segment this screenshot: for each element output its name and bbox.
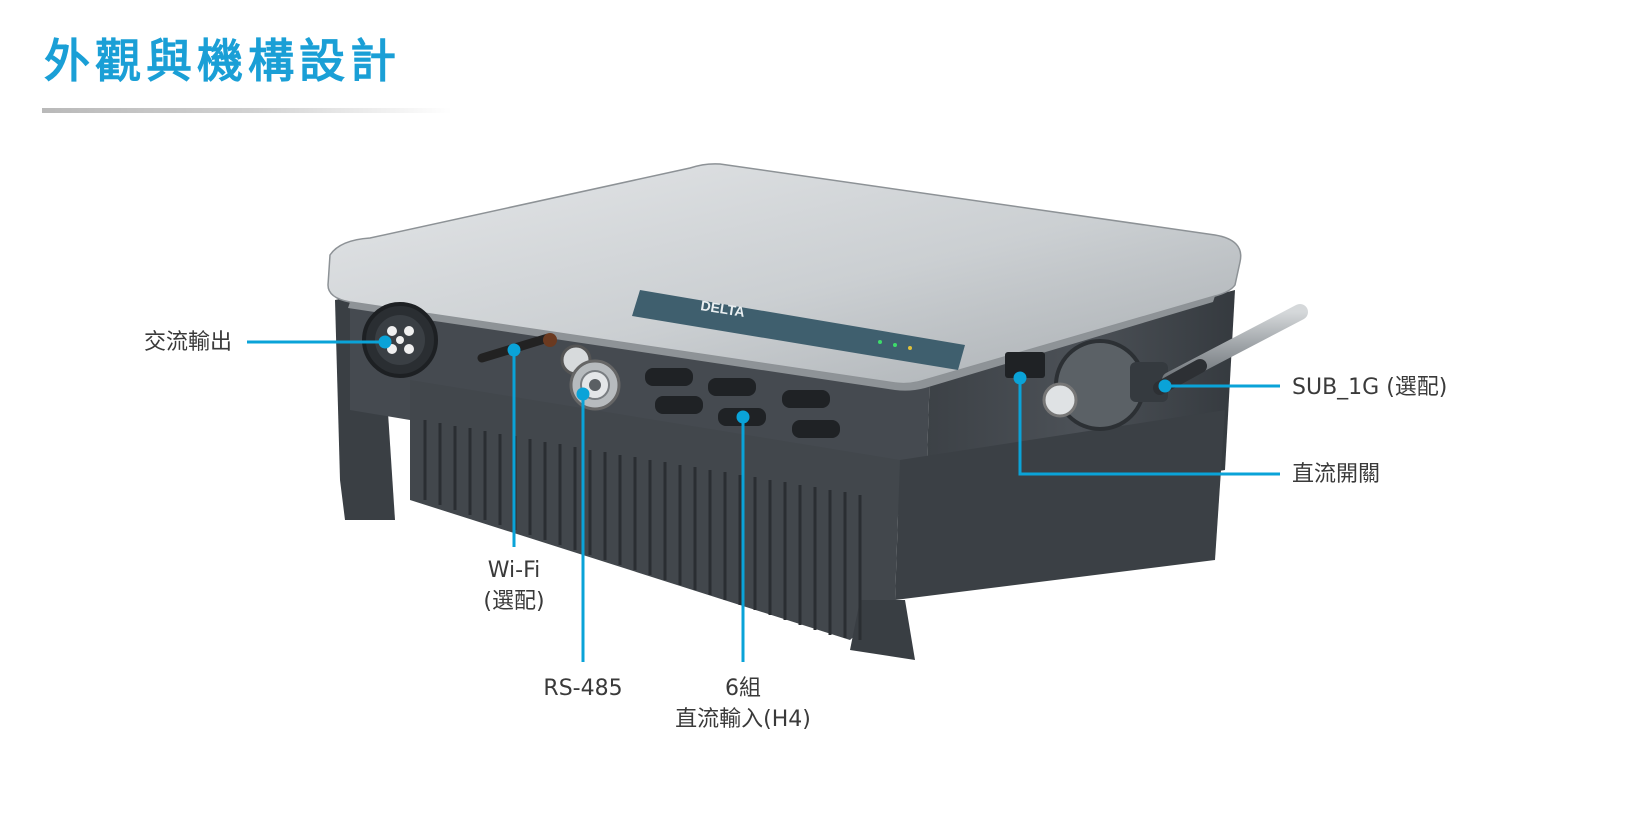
label-dc-switch: 直流開關: [1292, 462, 1381, 487]
brand-logo: DELTA: [700, 297, 747, 320]
callout-dot-wifi: [507, 343, 521, 357]
callout-dot-dc-switch: [1013, 371, 1027, 385]
label-ac-output: 交流輸出: [144, 330, 233, 355]
callout-lines: [247, 335, 1280, 662]
callout-dot-ac-output: [378, 335, 392, 349]
callout-dot-dc-input: [736, 410, 750, 424]
brand-strip: DELTA: [632, 290, 965, 370]
label-dc-input: 6組 直流輸入(H4): [663, 673, 823, 735]
dc-input-connectors: [645, 368, 840, 438]
label-wifi: Wi-Fi (選配): [474, 555, 554, 617]
label-dc-input-line2: 直流輸入(H4): [675, 707, 811, 732]
title-underline: [42, 108, 452, 113]
callout-dot-rs485: [576, 387, 590, 401]
rs485-port: [569, 359, 621, 411]
label-sub1g: SUB_1G (選配): [1292, 375, 1448, 400]
label-wifi-line1: Wi-Fi: [487, 558, 541, 583]
label-dc-input-line1: 6組: [725, 676, 761, 701]
inverter-body: [335, 290, 1235, 660]
top-cover: [327, 163, 1242, 391]
label-rs485: RS-485: [543, 676, 623, 701]
heat-sink-fins: [423, 420, 862, 640]
label-wifi-line2: (選配): [483, 589, 545, 614]
callout-dot-sub1g: [1158, 379, 1172, 393]
page-title: 外觀與機構設計: [44, 34, 401, 88]
ac-output-connector: [362, 302, 438, 378]
callout-line-dc-switch: [1018, 378, 1280, 476]
